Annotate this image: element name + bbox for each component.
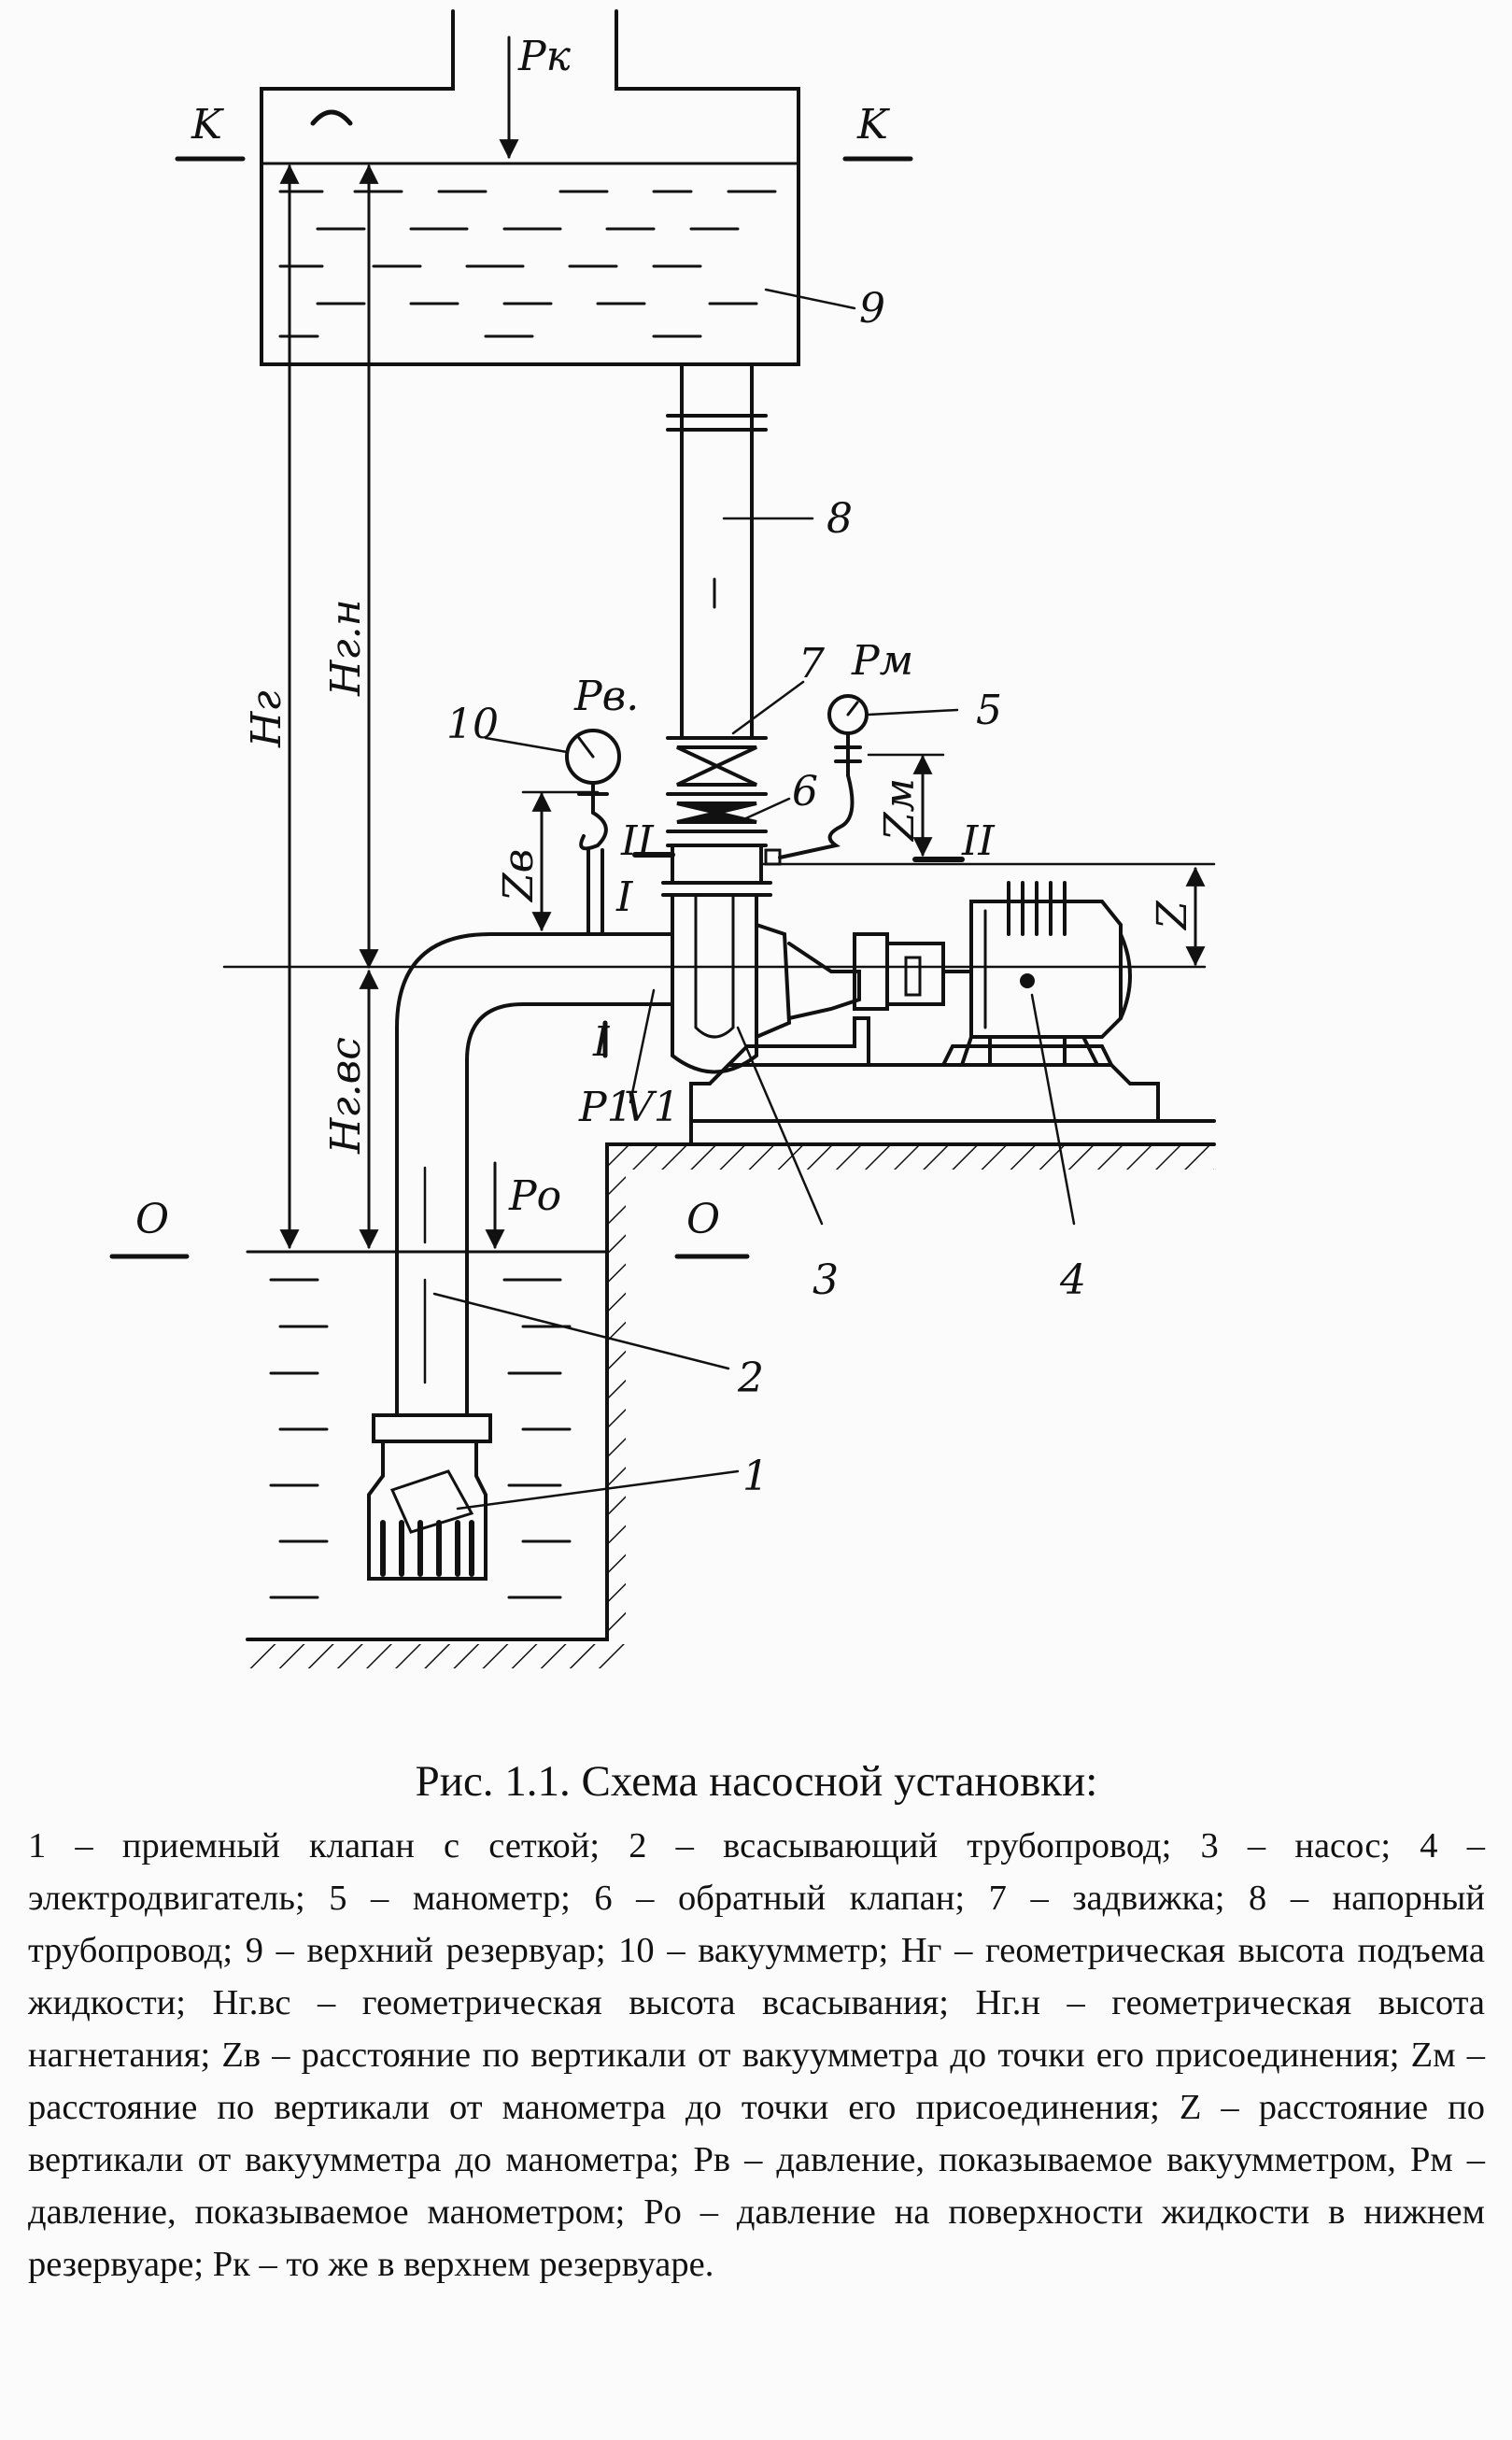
label-h-gn: Hг.н [322, 599, 370, 697]
label-p-k: Pк [517, 33, 572, 80]
label-z-m: Zм [876, 778, 924, 843]
label-v1: V1 [624, 1084, 680, 1131]
label-3: 3 [813, 1256, 839, 1304]
label-o-right: O [686, 1196, 720, 1243]
gate-valve [666, 680, 805, 796]
pump-base [680, 1016, 1216, 1146]
label-section2-right: II [961, 817, 996, 865]
label-section1-bottom: I [592, 1018, 611, 1066]
pump [671, 893, 861, 1226]
label-section2-left: II [620, 817, 655, 865]
label-p1: P1 [578, 1084, 633, 1131]
label-7: 7 [798, 640, 825, 688]
label-8: 8 [827, 495, 853, 543]
label-2: 2 [737, 1355, 764, 1402]
label-p-m: Pм [851, 637, 913, 685]
electric-motor [853, 881, 1132, 1226]
label-section1-top: I [615, 873, 634, 921]
label-5: 5 [976, 687, 1002, 734]
label-k-right: K [856, 101, 890, 149]
label-10: 10 [446, 701, 499, 748]
label-h-g: Hг [243, 690, 290, 748]
label-p-o: Pо [508, 1172, 561, 1220]
suction-pipe [395, 932, 730, 1417]
label-z: Z [1149, 900, 1196, 931]
label-9: 9 [859, 285, 885, 333]
label-1: 1 [742, 1453, 769, 1500]
label-6: 6 [792, 768, 818, 816]
label-4: 4 [1059, 1256, 1086, 1304]
foot-valve [367, 1413, 740, 1581]
label-h-gvs: Hг.вс [322, 1037, 370, 1155]
figure-caption: Рис. 1.1. Схема насосной установки: 1 – … [28, 1756, 1485, 2291]
manometer [764, 694, 959, 866]
vacuum-gauge [484, 729, 621, 936]
caption-title: Рис. 1.1. Схема насосной установки: [415, 1757, 1098, 1806]
label-o-left: O [135, 1196, 169, 1243]
pump-installation-diagram: Pк K K 9 8 7 Pм 5 6 10 Pв. II II I I P1 … [109, 9, 1216, 1668]
caption-legend: 1 – приемный клапан с сеткой; 2 – всасыв… [28, 1826, 1485, 2284]
label-k-left: K [191, 101, 224, 149]
label-p-v: Pв. [573, 673, 639, 720]
label-z-v: Zв [495, 849, 543, 903]
delivery-pipe [666, 362, 814, 740]
check-valve [661, 797, 791, 897]
